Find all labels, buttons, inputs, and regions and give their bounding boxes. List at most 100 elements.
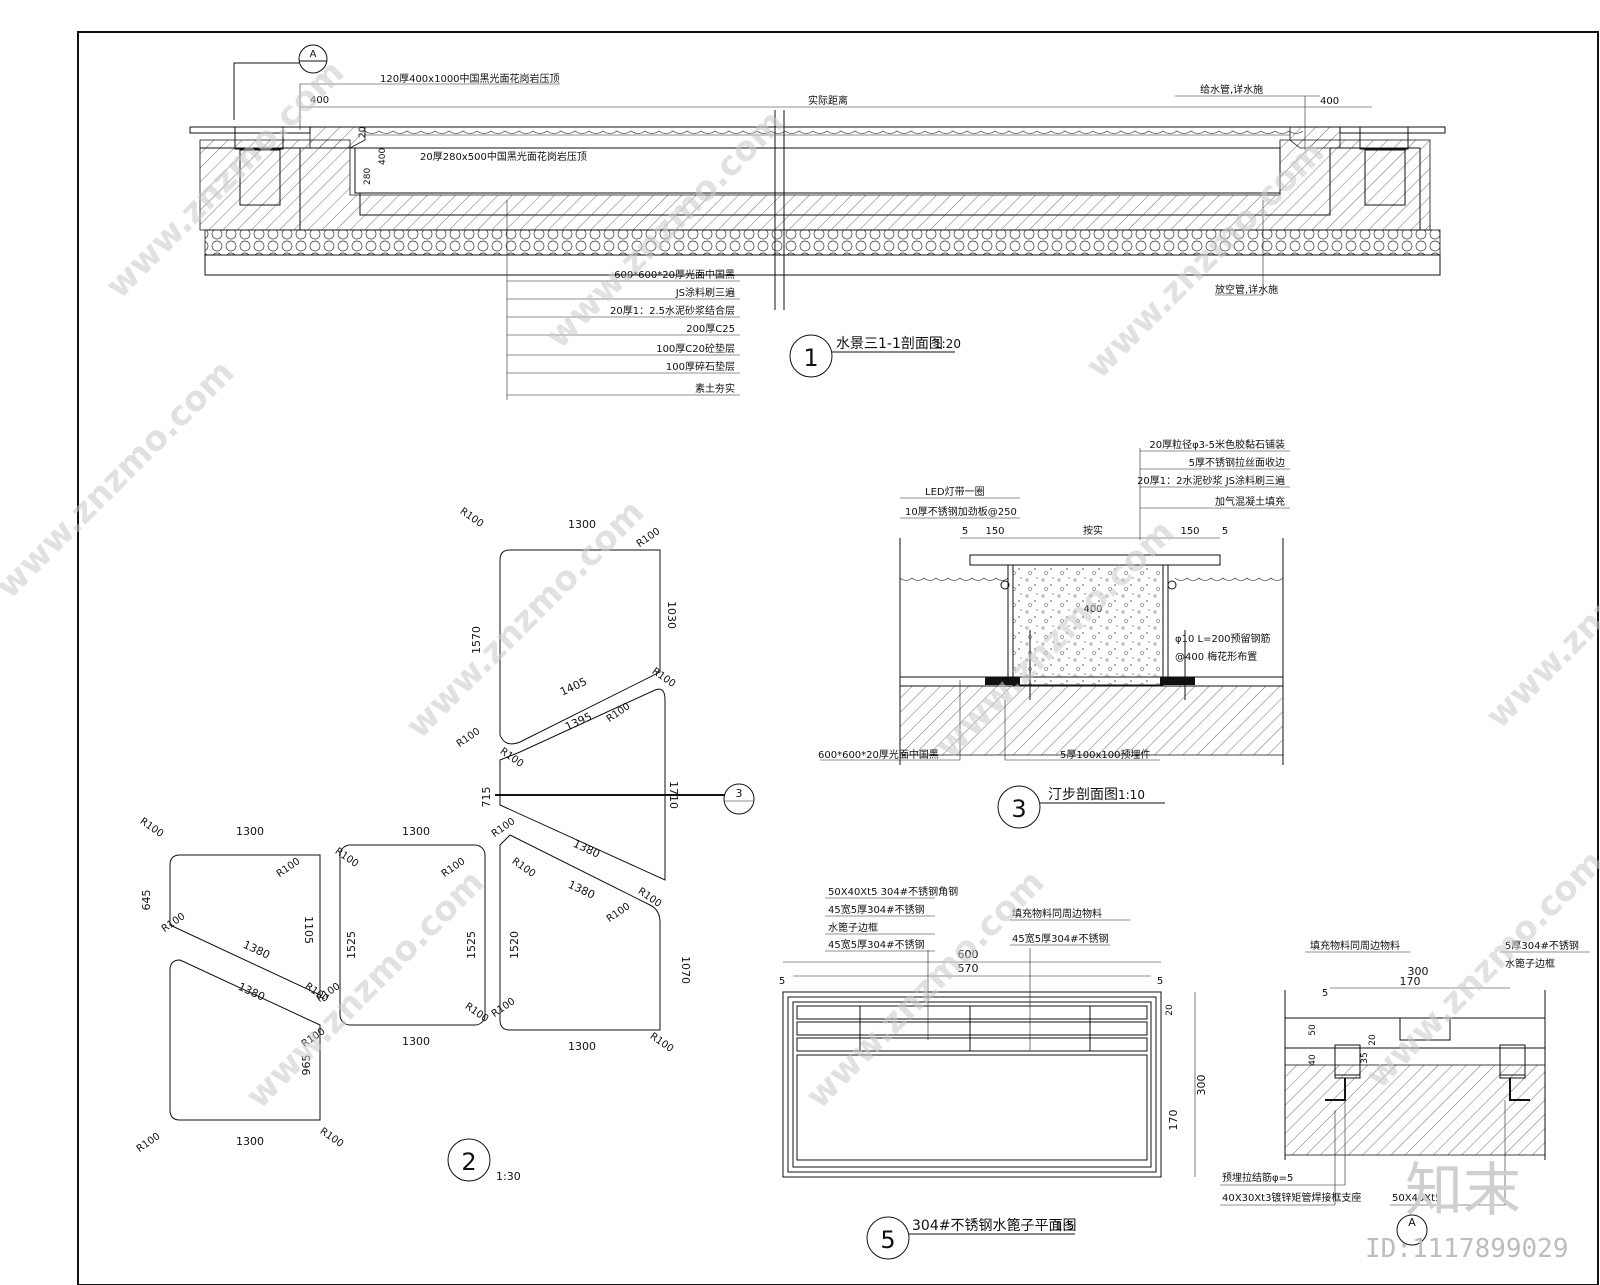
section-1-title: 水景三1-1剖面图 — [836, 336, 943, 352]
layer-callouts: 600*600*20厚光面中国黑JS涂料刷三遍20厚1：2.5水泥砂浆结合层20… — [507, 268, 740, 396]
dim-20: 20 — [358, 126, 368, 138]
plan-5-number: 5 — [880, 1226, 895, 1254]
section-3-number-circle — [997, 785, 1041, 829]
radius-12: R100 — [275, 856, 303, 880]
radius-6: R100 — [498, 746, 526, 770]
wm-brand: 知末 — [1405, 1156, 1521, 1224]
label-coping-2: 20厚280x500中国黑光面花岗岩压顶 — [420, 150, 587, 163]
sec3-label-2: 5厚不锈钢拉丝面收边 — [1189, 456, 1285, 469]
section-3-number: 3 — [1011, 795, 1026, 823]
radius-8: R100 — [510, 856, 538, 880]
plan-5-title: 304#不锈钢水篦子平面图 — [912, 1218, 1076, 1234]
plan-2-number-circle — [447, 1138, 491, 1182]
sec3-d5a: 5 — [962, 526, 968, 537]
wm-id: ID:1117899029 — [1365, 1234, 1569, 1264]
layer-label-7: 素土夯实 — [695, 382, 735, 395]
detA-d5: 5 — [1322, 988, 1328, 999]
plan2-dim-13: 1380 — [236, 980, 267, 1004]
detA-angle: 50X40Xt5 — [1392, 1193, 1441, 1204]
layer-label-1: 600*600*20厚光面中国黑 — [614, 268, 735, 281]
plan5-label-6: 45宽5厚304#不锈钢 — [1012, 932, 1109, 945]
wm-site-7: www.znzmo.com — [238, 862, 492, 1116]
plan2-dim-18: 1520 — [508, 931, 521, 959]
sec3-d5b: 5 — [1222, 526, 1228, 537]
plan-5: 50X40Xt5 304#不锈钢角钢45宽5厚304#不锈钢水篦子边框45宽5厚… — [779, 885, 1208, 1260]
layer-label-2: JS涂料刷三遍 — [675, 286, 735, 299]
detail-a-callout — [1396, 1214, 1428, 1246]
callout-3-plan — [723, 783, 755, 815]
plan2-dim-22: 1300 — [568, 1040, 596, 1053]
section-3-title: 汀步剖面图 — [1048, 787, 1118, 803]
plan2-dim-21: 1300 — [402, 1035, 430, 1048]
plan2-dim-9: 1300 — [402, 825, 430, 838]
radius-3: R100 — [650, 666, 678, 690]
sec3-asbuilt: 按实 — [1083, 524, 1103, 537]
radius-22: R100 — [135, 1131, 163, 1155]
radius-23: R100 — [318, 1126, 346, 1150]
callout-a-letter: A — [310, 49, 317, 60]
water-surface — [364, 130, 1304, 134]
dim-400-right: 400 — [1320, 96, 1339, 107]
dim-280: 280 — [363, 168, 373, 185]
plan5-d20: 20 — [1165, 1004, 1175, 1016]
sec3-plate: 10厚不锈钢加劲板@250 — [905, 505, 1017, 518]
plan2-dim-6: 715 — [480, 787, 493, 808]
detA-d300: 300 — [1408, 965, 1429, 978]
plan2-dim-8: 1300 — [236, 825, 264, 838]
detA-steel: 5厚304#不锈钢 — [1505, 939, 1579, 952]
detA-base: 40X30Xt3镀锌矩管焊接框支座 — [1222, 1191, 1361, 1204]
plan-5-scale: 1:5 — [1055, 1219, 1074, 1233]
plan2-dim-5: 1395 — [563, 710, 594, 734]
plan2-dim-2: 1570 — [470, 626, 483, 654]
plan-5-number-circle — [866, 1216, 910, 1260]
plan2-dim-11: 1105 — [302, 916, 315, 944]
plan2-dim-3: 1030 — [665, 601, 678, 629]
radius-9: R100 — [636, 886, 664, 910]
sheet-border — [77, 31, 1599, 1285]
plan2-dim-10: 645 — [140, 890, 153, 911]
label-top-coping: 120厚400x1000中国黑光面花岗岩压顶 — [380, 72, 560, 85]
plan5-label-5: 填充物料同周边物料 — [1012, 907, 1102, 920]
radius-5: R100 — [605, 701, 633, 725]
section-1-number-circle — [789, 334, 833, 378]
section-1: A 120厚400x1000中国黑光面花岗岩压顶 400 实际距离 给水管,详水… — [189, 44, 1446, 400]
label-supply-pipe: 给水管,详水施 — [1200, 83, 1263, 96]
detA-d40: 40 — [1308, 1054, 1318, 1066]
plan5-label-3: 水篦子边框 — [828, 921, 878, 934]
plan2-dim-17: 1380 — [566, 878, 597, 902]
detA-d50: 50 — [1308, 1024, 1318, 1036]
plan2-dim-12: 1380 — [241, 938, 272, 962]
plan2-dim-23: 1300 — [236, 1135, 264, 1148]
detA-d170: 170 — [1400, 975, 1421, 988]
callout-a-top — [298, 44, 328, 74]
radius-1: R100 — [458, 506, 486, 530]
detA-frame: 水篦子边框 — [1505, 957, 1555, 970]
plan5-label-1: 50X40Xt5 304#不锈钢角钢 — [828, 885, 958, 898]
radius-18: R100 — [463, 1001, 491, 1025]
layer-label-6: 100厚碎石垫层 — [666, 360, 735, 373]
plan2-dim-15: 1525 — [465, 931, 478, 959]
plan2-dim-16: 1380 — [571, 837, 602, 861]
plan2-dim-1: 1300 — [568, 518, 596, 531]
sec3-rebar2: @400 梅花形布置 — [1175, 650, 1257, 663]
plan-2-number: 2 — [461, 1148, 476, 1176]
plan-2-scale: 1:30 — [496, 1170, 521, 1183]
sec3-rebar1: φ10 L=200预留钢筋 — [1175, 632, 1271, 645]
radius-20: R100 — [648, 1031, 676, 1055]
plan5-d170: 170 — [1167, 1110, 1180, 1131]
dim-400-left: 400 — [310, 95, 329, 106]
radius-13: R100 — [333, 846, 361, 870]
plan5-d570: 570 — [958, 962, 979, 975]
label-drain-pipe: 放空管,详水施 — [1215, 283, 1278, 296]
plan5-d300: 300 — [1195, 1075, 1208, 1096]
detA-fill: 填充物料同周边物料 — [1310, 939, 1400, 952]
dim-400-v: 400 — [378, 148, 388, 165]
plan5-label-2: 45宽5厚304#不锈钢 — [828, 903, 925, 916]
sec3-d150b: 150 — [1180, 526, 1199, 537]
layer-label-3: 20厚1：2.5水泥砂浆结合层 — [610, 304, 735, 317]
plan2-dim-19: 1070 — [679, 956, 692, 984]
callout-3-ref: 3 — [736, 787, 743, 800]
